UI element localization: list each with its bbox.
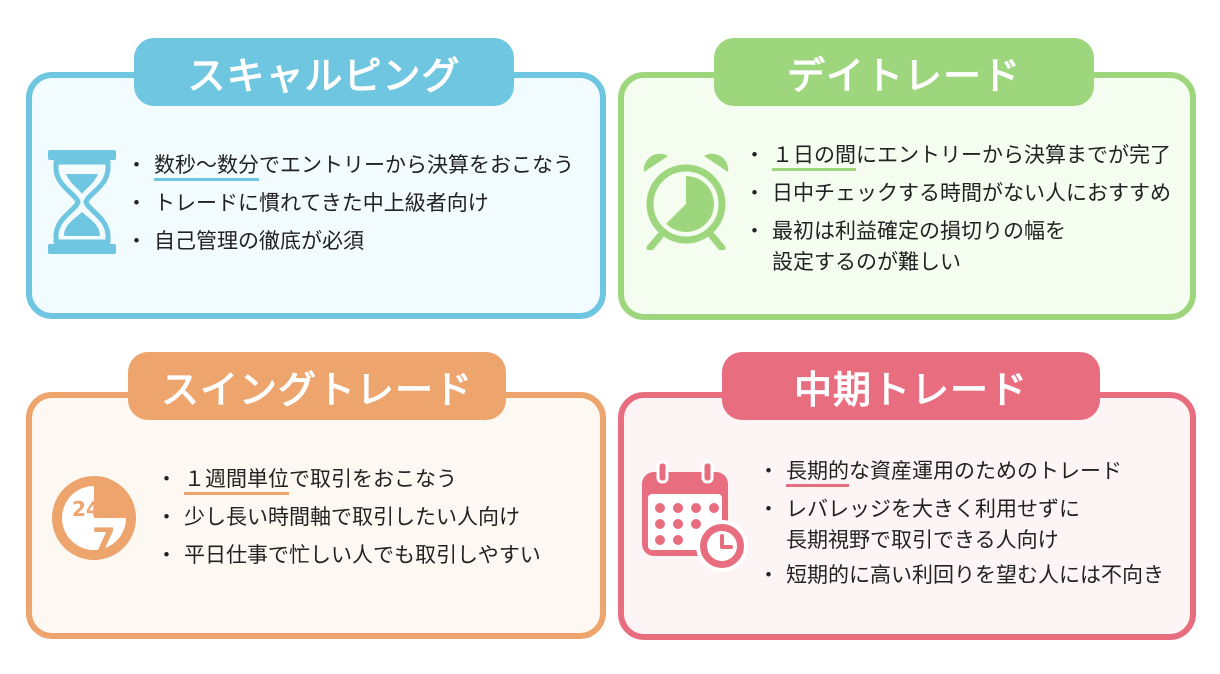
day-trade-title: デイトレード <box>714 38 1094 106</box>
bullet-text: でエントリーから決算をおこなう <box>259 153 574 177</box>
swing-trade-title: スイングトレード <box>128 352 506 420</box>
list-item: 日中チェックする時間がない人におすすめ <box>744 174 1171 212</box>
list-item: 自己管理の徹底が必須 <box>126 222 574 260</box>
bullet-continuation: 長期視野で取引できる人向け <box>786 528 1059 552</box>
list-item: 数秒〜数分でエントリーから決算をおこなう <box>126 146 574 184</box>
hourglass-icon <box>48 150 116 254</box>
scalping-card: 数秒〜数分でエントリーから決算をおこなう トレードに慣れてきた中上級者向け 自己… <box>26 72 606 319</box>
bullet-text: な資産運用のためのトレード <box>849 459 1122 483</box>
mid-term-trade-title: 中期トレード <box>722 352 1100 420</box>
swing-trade-card: 24 7 １週間単位で取引をおこなう 少し長い時間軸で取引したい人向け 平日仕事… <box>26 392 606 639</box>
alarm-clock-icon <box>643 153 729 250</box>
scalping-bullet-list: 数秒〜数分でエントリーから決算をおこなう トレードに慣れてきた中上級者向け 自己… <box>126 146 574 260</box>
bullet-text: レバレッジを大きく利用せずに <box>786 497 1080 521</box>
highlighted-text: １週間単位 <box>184 467 289 495</box>
list-item: １週間単位で取引をおこなう <box>156 460 541 498</box>
day-trade-card: １日の間にエントリーから決算までが完了 日中チェックする時間がない人におすすめ … <box>618 72 1196 320</box>
highlighted-text: 長期的 <box>786 459 849 487</box>
bullet-text: にエントリーから決算までが完了 <box>856 143 1171 167</box>
highlighted-text: 数秒〜数分 <box>154 153 259 181</box>
bullet-text: で取引をおこなう <box>289 467 457 491</box>
list-item: 短期的に高い利回りを望む人には不向き <box>758 556 1164 594</box>
list-item: 少し長い時間軸で取引したい人向け <box>156 498 541 536</box>
svg-text:24: 24 <box>72 497 100 521</box>
calendar-clock-icon <box>642 460 748 572</box>
list-item: トレードに慣れてきた中上級者向け <box>126 184 574 222</box>
mid-term-bullet-list: 長期的な資産運用のためのトレード レバレッジを大きく利用せずに長期視野で取引でき… <box>758 452 1164 594</box>
list-item: １日の間にエントリーから決算までが完了 <box>744 136 1171 174</box>
highlighted-text: １日の間 <box>772 143 856 171</box>
list-item: 長期的な資産運用のためのトレード <box>758 452 1164 490</box>
24-7-clock-icon: 24 7 <box>52 476 136 561</box>
day-trade-bullet-list: １日の間にエントリーから決算までが完了 日中チェックする時間がない人におすすめ … <box>744 136 1171 278</box>
swing-trade-bullet-list: １週間単位で取引をおこなう 少し長い時間軸で取引したい人向け 平日仕事で忙しい人… <box>156 460 541 574</box>
mid-term-trade-card: 長期的な資産運用のためのトレード レバレッジを大きく利用せずに長期視野で取引でき… <box>618 392 1196 640</box>
list-item: 平日仕事で忙しい人でも取引しやすい <box>156 536 541 574</box>
svg-text:7: 7 <box>92 521 116 561</box>
scalping-title: スキャルピング <box>134 38 514 106</box>
bullet-text: 最初は利益確定の損切りの幅を <box>772 219 1066 243</box>
bullet-continuation: 設定するのが難しい <box>772 250 961 274</box>
